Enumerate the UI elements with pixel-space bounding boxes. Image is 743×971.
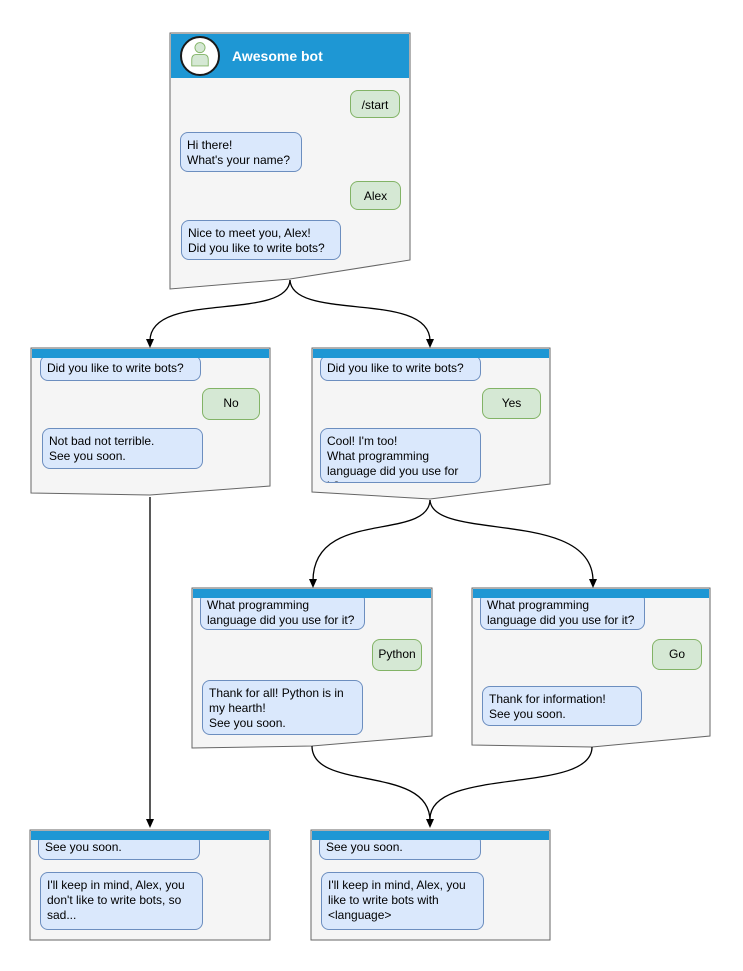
chat-window-branch-no: Did you like to write bots? No Not bad n… xyxy=(31,348,270,495)
chat-header-strip xyxy=(31,831,269,840)
bot-message-bubble: Thank for all! Python is in my hearth! S… xyxy=(202,680,363,735)
chat-window-root: Awesome bot /start Hi there! What's your… xyxy=(170,33,410,289)
user-message-bubble: Python xyxy=(372,639,422,671)
user-message-bubble: No xyxy=(202,388,260,420)
bot-message-bubble: What programming language did you use fo… xyxy=(200,592,365,630)
chat-window-branch-python: What programming language did you use fo… xyxy=(192,588,432,748)
person-icon xyxy=(189,41,211,72)
bot-message-bubble: Did you like to write bots? xyxy=(40,355,201,381)
chat-header-strip xyxy=(32,349,269,358)
chat-header-strip xyxy=(312,831,549,840)
bot-message-bubble: Thank for information! See you soon. xyxy=(482,686,642,726)
chat-header-strip xyxy=(193,589,431,598)
connector-root-to-yes xyxy=(289,279,434,348)
chat-window-end-no: See you soon. I'll keep in mind, Alex, y… xyxy=(30,830,270,940)
bot-message-bubble: Cool! I'm too! What programming language… xyxy=(320,428,481,483)
chat-header-strip xyxy=(313,349,549,358)
chat-window-branch-go: What programming language did you use fo… xyxy=(472,588,710,748)
bot-message-bubble: Not bad not terrible. See you soon. xyxy=(42,428,203,469)
user-message-bubble: /start xyxy=(350,90,400,118)
chat-window-end-yes: See you soon. I'll keep in mind, Alex, y… xyxy=(311,830,550,940)
connector-root-to-no xyxy=(146,279,291,348)
bot-message-bubble: Did you like to write bots? xyxy=(320,355,481,381)
user-message-bubble: Go xyxy=(652,639,702,670)
user-message-bubble: Yes xyxy=(482,388,541,419)
connector-python-to-end-yes xyxy=(311,745,434,828)
connector-yes-to-python xyxy=(309,499,431,588)
bot-message-bubble: Hi there! What's your name? xyxy=(180,132,302,172)
bot-message-bubble: I'll keep in mind, Alex, you don't like … xyxy=(40,872,203,930)
bot-message-bubble: What programming language did you use fo… xyxy=(480,592,645,630)
chat-title: Awesome bot xyxy=(232,48,323,64)
bot-message-bubble: Nice to meet you, Alex! Did you like to … xyxy=(181,220,341,260)
user-message-bubble: Alex xyxy=(350,181,401,210)
bot-avatar xyxy=(180,36,220,76)
connector-yes-to-go xyxy=(429,499,597,588)
bot-message-bubble: I'll keep in mind, Alex, you like to wri… xyxy=(321,872,484,930)
connector-go-to-end-yes xyxy=(429,746,593,820)
chat-header-strip xyxy=(473,589,709,598)
chat-window-branch-yes: Did you like to write bots? Yes Cool! I'… xyxy=(312,348,550,499)
